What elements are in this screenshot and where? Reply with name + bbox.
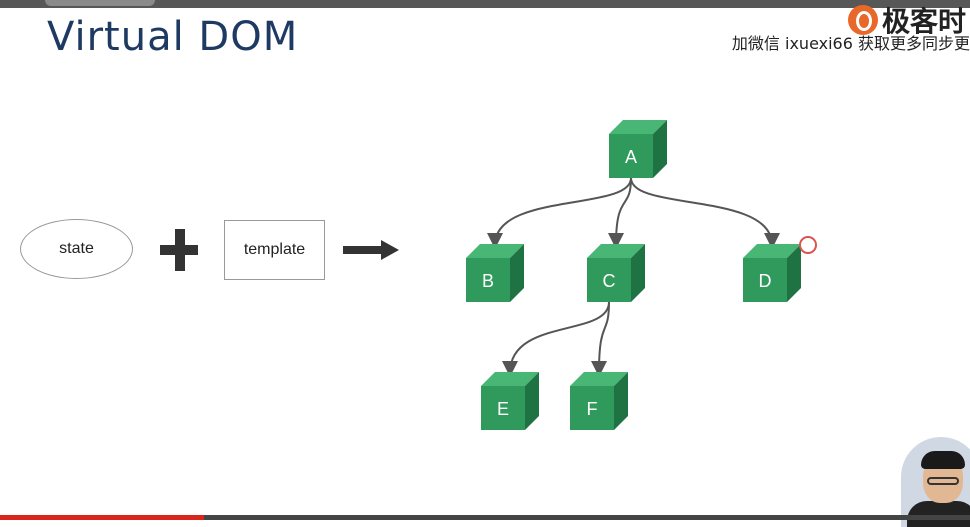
cube-front-face xyxy=(743,258,787,302)
tree-node-label: B xyxy=(482,271,494,291)
top-bar-handle xyxy=(45,0,155,6)
brand-mark-icon xyxy=(847,5,878,35)
brand-logo: 极客时 xyxy=(847,0,966,40)
brand-name: 极客时 xyxy=(881,5,966,38)
cube-top-face xyxy=(570,372,628,386)
presenter-hair xyxy=(921,451,965,469)
edge-C-F xyxy=(591,301,610,377)
cube-top-face xyxy=(481,372,539,386)
arrow-head xyxy=(381,240,399,260)
tree-node-c: C xyxy=(587,244,645,302)
cube-side-face xyxy=(614,372,628,430)
presenter-video xyxy=(901,437,970,527)
slide-title: Virtual DOM xyxy=(47,14,299,60)
edge-C-E xyxy=(502,301,610,377)
tree-node-e: E xyxy=(481,372,539,430)
tree-node-label: D xyxy=(759,271,772,291)
tree-node-label: A xyxy=(625,147,637,167)
plus-icon xyxy=(160,229,198,271)
edge-A-B xyxy=(487,177,632,249)
cube-top-face xyxy=(743,244,801,258)
cube-side-face xyxy=(631,244,645,302)
cube-front-face xyxy=(481,386,525,430)
cube-side-face xyxy=(525,372,539,430)
cube-side-face xyxy=(653,120,667,178)
tree-node-f: F xyxy=(570,372,628,430)
cube-front-face xyxy=(466,258,510,302)
cube-front-face xyxy=(587,258,631,302)
cube-top-face xyxy=(587,244,645,258)
cube-side-face xyxy=(787,244,801,302)
top-bar xyxy=(0,0,970,8)
video-progress-bar[interactable] xyxy=(0,515,970,520)
right-arrow-icon xyxy=(343,240,399,260)
arrow-shaft xyxy=(343,246,383,254)
edge-A-C xyxy=(608,177,632,249)
tree-node-label: F xyxy=(587,399,598,419)
cube-top-face xyxy=(466,244,524,258)
edge-A-D xyxy=(630,177,780,249)
cube-side-face xyxy=(510,244,524,302)
template-box: template xyxy=(224,220,325,280)
state-label: state xyxy=(59,240,94,257)
tree-node-label: C xyxy=(603,271,616,291)
tree-node-b: B xyxy=(466,244,524,302)
cursor-indicator xyxy=(799,236,817,254)
tree-node-d: D xyxy=(743,244,801,302)
presenter-body xyxy=(907,501,970,527)
tree-node-label: E xyxy=(497,399,509,419)
tree-node-a: A xyxy=(609,120,667,178)
cube-front-face xyxy=(570,386,614,430)
presenter-glasses xyxy=(927,477,959,485)
template-label: template xyxy=(243,241,306,258)
cube-top-face xyxy=(609,120,667,134)
state-ellipse: state xyxy=(20,219,133,279)
cube-front-face xyxy=(609,134,653,178)
video-progress-fill xyxy=(0,515,204,520)
watermark-text: 加微信 ixuexi66 获取更多同步更 xyxy=(731,34,970,53)
